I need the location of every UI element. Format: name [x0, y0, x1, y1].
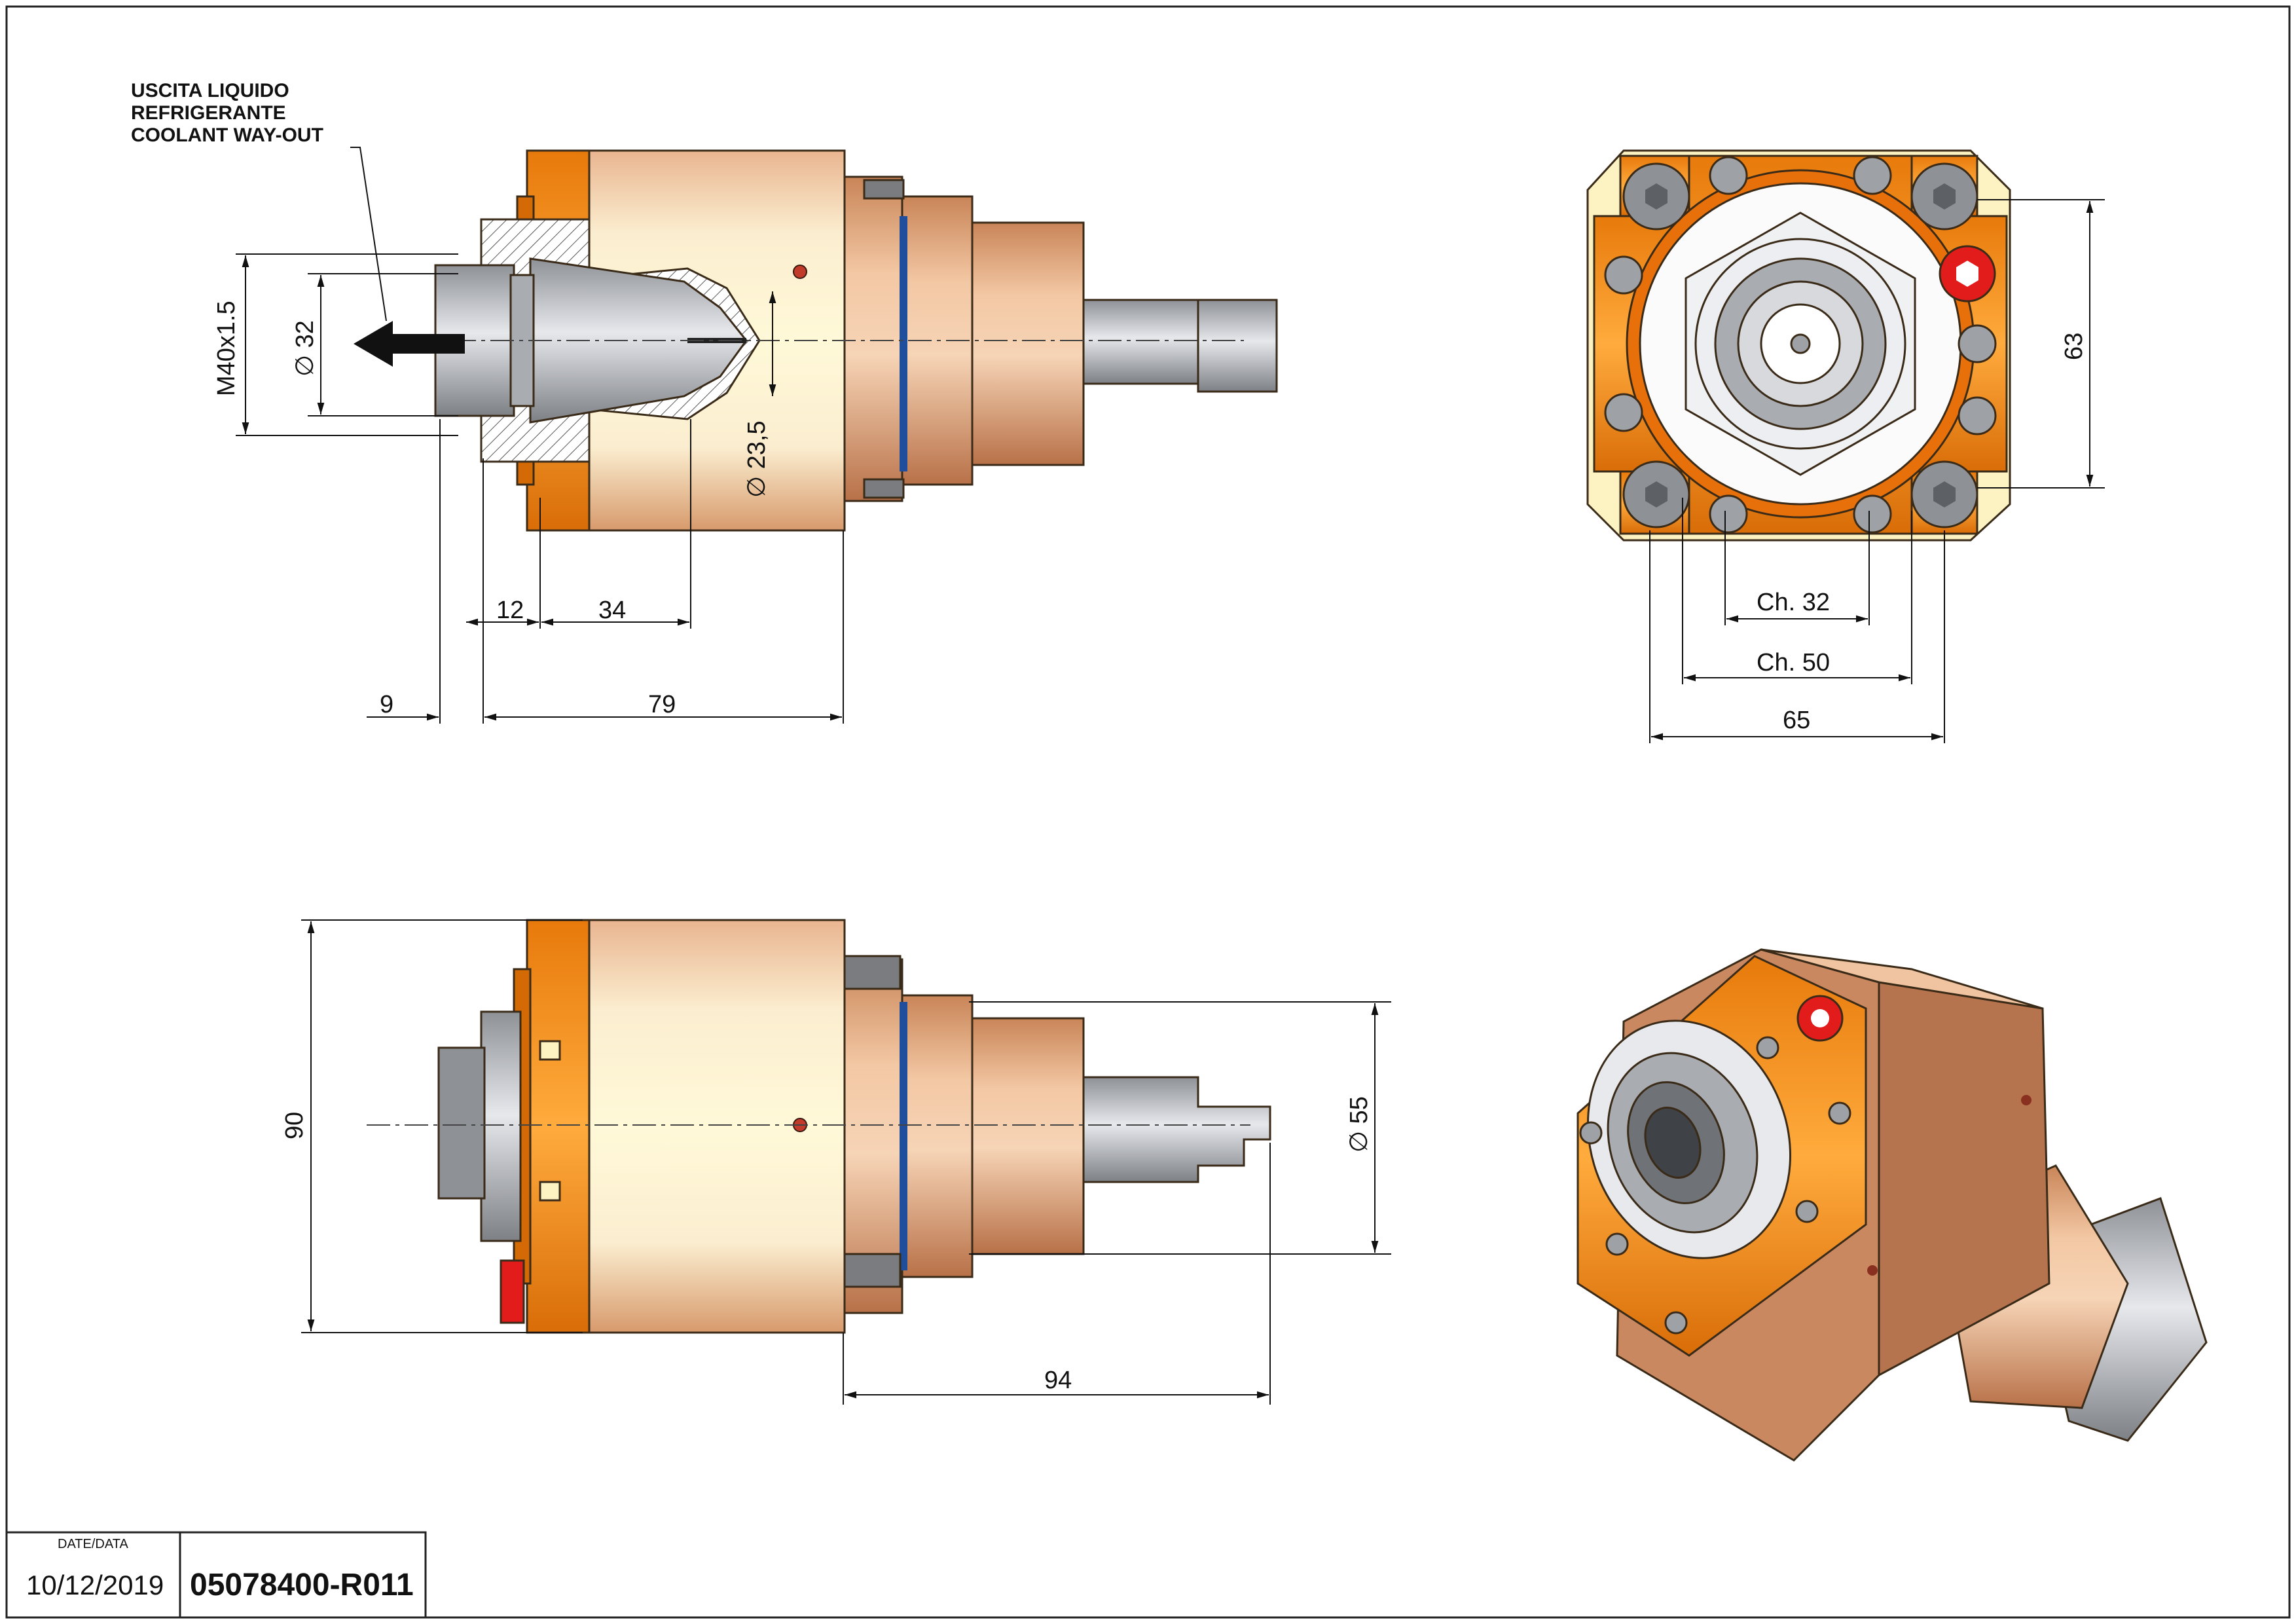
- dim-34: 34: [598, 597, 626, 624]
- dim-79: 79: [648, 691, 676, 718]
- dim-63: 63: [2060, 333, 2088, 360]
- side-section-view: USCITA LIQUIDO REFRIGERANTE COOLANT WAY-…: [131, 80, 1278, 724]
- red-plug-side: [500, 1259, 525, 1324]
- dim-ch-32: Ch. 32: [1757, 589, 1830, 616]
- front-view: 63 Ch. 32 Ch. 50 65: [1586, 149, 2105, 743]
- coolant-note-line1: USCITA LIQUIDO: [131, 80, 289, 101]
- dim-94: 94: [1044, 1367, 1072, 1394]
- isometric-view: [1576, 948, 2208, 1462]
- collet-cone: [529, 257, 748, 424]
- dim-9: 9: [380, 691, 393, 718]
- coolant-note-line2: REFRIGERANTE: [131, 102, 286, 124]
- seal-ring: [900, 216, 907, 471]
- sheet-border: [5, 5, 2291, 1619]
- dim-dia-23-5: ∅ 23,5: [743, 420, 771, 498]
- coolant-note-line3: COOLANT WAY-OUT: [131, 124, 323, 146]
- dim-65: 65: [1783, 707, 1810, 734]
- drawing-date: 10/12/2019: [26, 1570, 164, 1600]
- dim-dia-55: ∅ 55: [1345, 1096, 1373, 1153]
- title-block: DATE/DATA 10/12/2019 05078400-R011: [5, 1531, 427, 1619]
- dim-12: 12: [496, 597, 524, 624]
- dim-dia-32: ∅ 32: [291, 320, 319, 377]
- dim-thread: M40x1.5: [213, 301, 240, 396]
- dim-90: 90: [281, 1112, 308, 1139]
- drawing-code: 05078400-R011: [190, 1568, 414, 1602]
- side-view: 90 ∅ 55 94: [281, 919, 1391, 1405]
- coolant-arrow: [354, 321, 465, 367]
- date-label: DATE/DATA: [58, 1537, 128, 1551]
- dim-ch-50: Ch. 50: [1757, 649, 1830, 676]
